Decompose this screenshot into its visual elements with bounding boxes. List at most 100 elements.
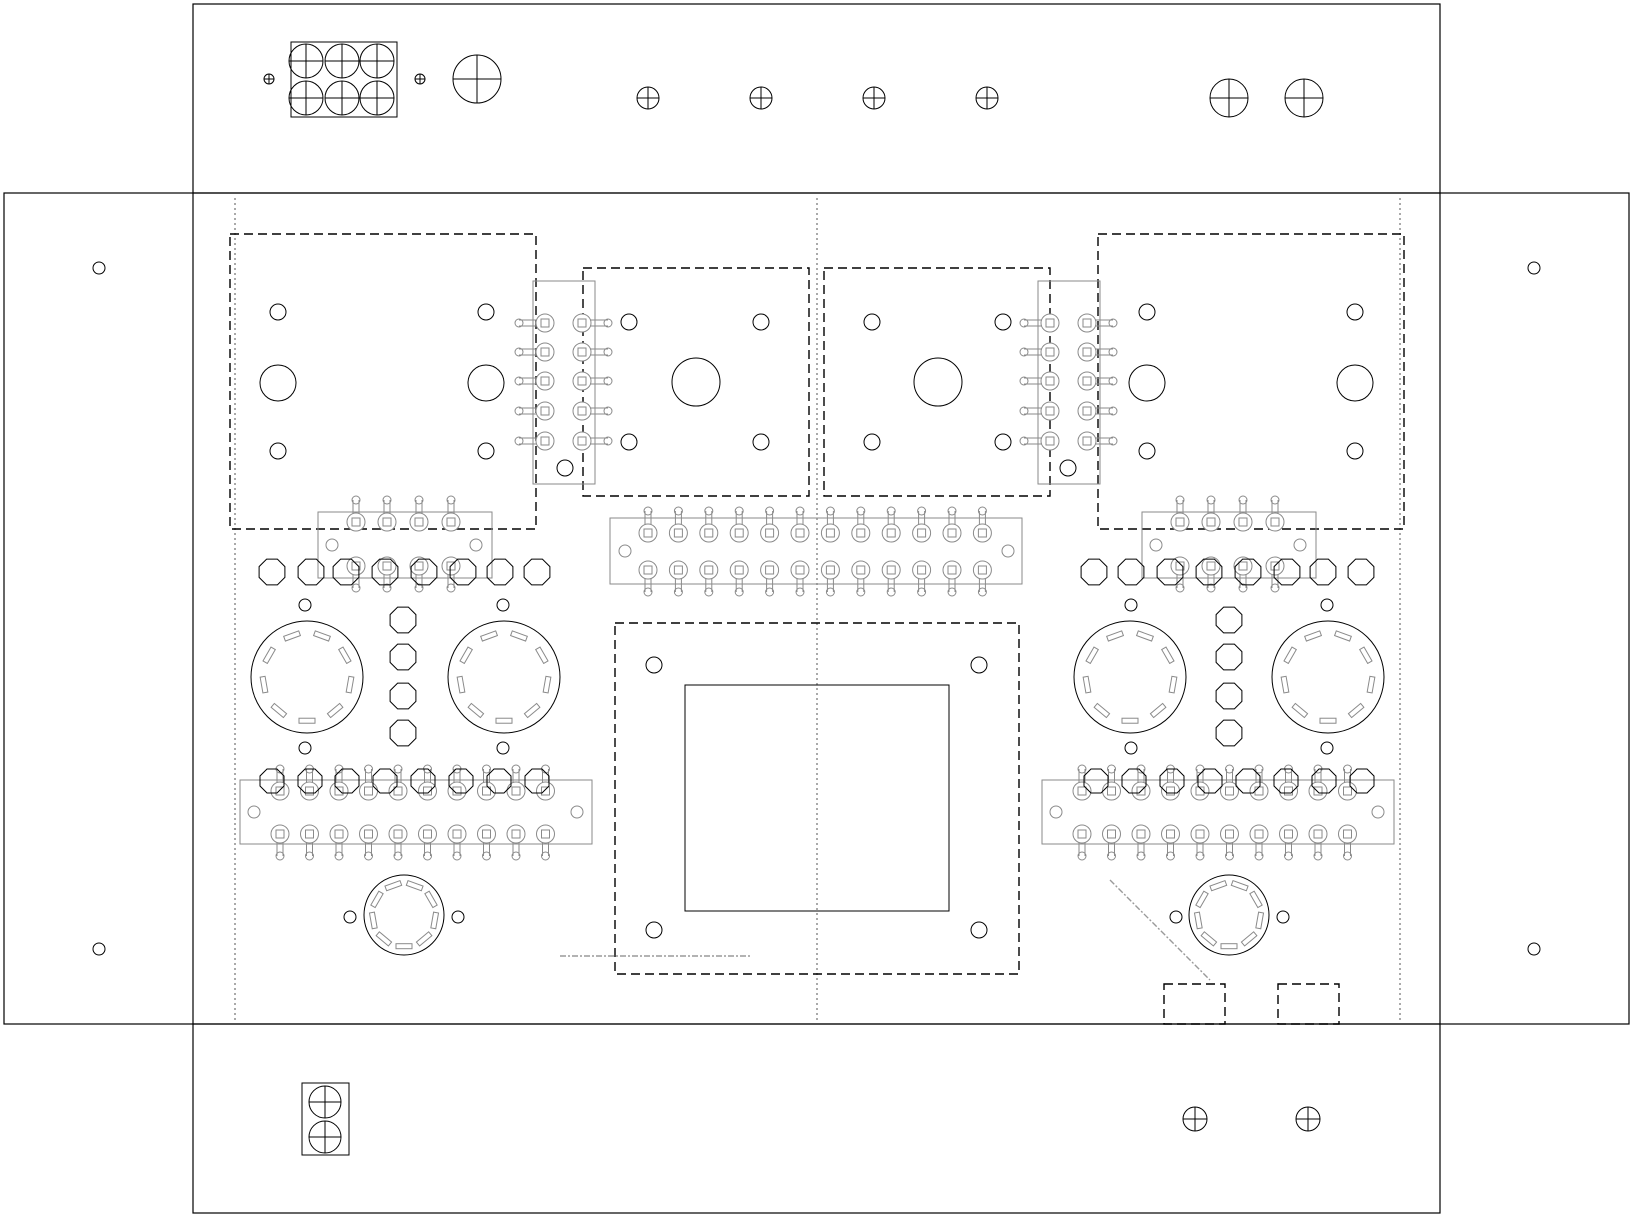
mount-hole [1527,942,1541,956]
lug-hole [1019,318,1029,328]
socket-pin [338,646,352,665]
lug-square [886,528,896,538]
lug-hole [1343,764,1352,774]
lug-square [351,561,361,571]
lug-pad [1077,371,1097,391]
solder-lug [409,495,429,532]
solder-lug [638,506,658,543]
solder-lug [729,560,749,597]
socket-pin [542,675,552,694]
mount-hole [556,459,574,477]
socket-screw-hole [1124,741,1138,755]
lug-pad [441,512,461,532]
socket-pin [1195,890,1209,909]
lug-pad [1040,401,1060,421]
lug-square [364,829,373,839]
lug-square [305,786,314,796]
solder-lug [1249,824,1269,861]
socket-pin [1249,890,1263,909]
socket-pin [1135,630,1154,642]
solder-lug [729,506,749,543]
lug-square [393,829,403,839]
lug-square [886,565,896,575]
socket-outline [1271,620,1385,734]
lug-pad [535,401,555,421]
lug-square [1136,829,1146,839]
lug-pad [790,523,810,543]
lug-square [305,829,314,839]
lug-hole [382,583,392,593]
lug-square [856,528,866,538]
socket-pin [262,646,276,665]
lug-pad [329,824,349,844]
solder-lug [1102,824,1121,861]
socket-pin [1291,702,1309,719]
lug-hole [393,851,403,861]
terminal-strip-icon [317,495,493,593]
octagon-hole [1234,558,1262,586]
lug-hole [514,347,524,357]
lug-pad [535,342,555,362]
octagon-hole [297,768,323,794]
lug-square [947,565,957,575]
lug-square [446,561,456,571]
lug-hole [364,851,373,861]
lug-square [1238,517,1248,527]
octagon-hole [332,558,360,586]
lug-square [482,786,491,796]
lug-pad [572,371,592,391]
lug-square [1238,561,1248,571]
mount-hole [269,442,287,460]
solder-lug [1131,824,1151,861]
socket-pin [368,911,378,930]
octagon-hole [1215,719,1243,747]
mount-hole [1346,303,1364,321]
lug-square [673,528,683,538]
socket-pin [1106,630,1125,642]
socket-pin [1304,630,1323,642]
lug-square [1077,829,1087,839]
switch-hole-icon [1295,1106,1321,1132]
socket-pin [370,890,384,909]
lug-square [577,318,587,328]
socket-screw-hole [1124,598,1138,612]
lug-pad [506,781,526,801]
solder-lug [1308,824,1328,861]
tube-socket-9pin-icon [447,620,561,734]
socket-pin [1209,879,1228,892]
lug-pad [1233,556,1253,576]
lug-pad [447,824,467,844]
lug-pad [535,313,555,333]
solder-lug [1249,764,1269,801]
lug-square [1166,786,1175,796]
lug-square [917,565,927,575]
lug-square [947,528,957,538]
lug-hole [1195,851,1205,861]
socket-screw-hole [1320,598,1334,612]
lug-pad [359,824,378,844]
lug-pad [668,560,688,580]
octagon-hole [1309,558,1337,586]
lug-square [1082,406,1092,416]
socket-pin [1168,675,1178,694]
lug-pad [536,781,555,801]
lug-pad [699,523,719,543]
lug-square [351,517,361,527]
octagon-hole [389,719,417,747]
lug-square [446,517,456,527]
lug-hole [1019,436,1029,446]
octagon-hole [372,768,398,794]
lug-pad [572,313,592,333]
lug-hole [886,587,896,597]
socket-pin [1255,911,1265,930]
solder-lug [1161,764,1180,801]
lug-hole [1270,583,1280,593]
lug-hole [511,851,521,861]
lug-hole [514,406,524,416]
lug-pad [388,824,408,844]
mount-hole [1138,442,1156,460]
lug-square [1175,561,1185,571]
socket-pin [1319,717,1337,724]
lug-pad [1077,401,1097,421]
socket-pin [270,702,288,719]
